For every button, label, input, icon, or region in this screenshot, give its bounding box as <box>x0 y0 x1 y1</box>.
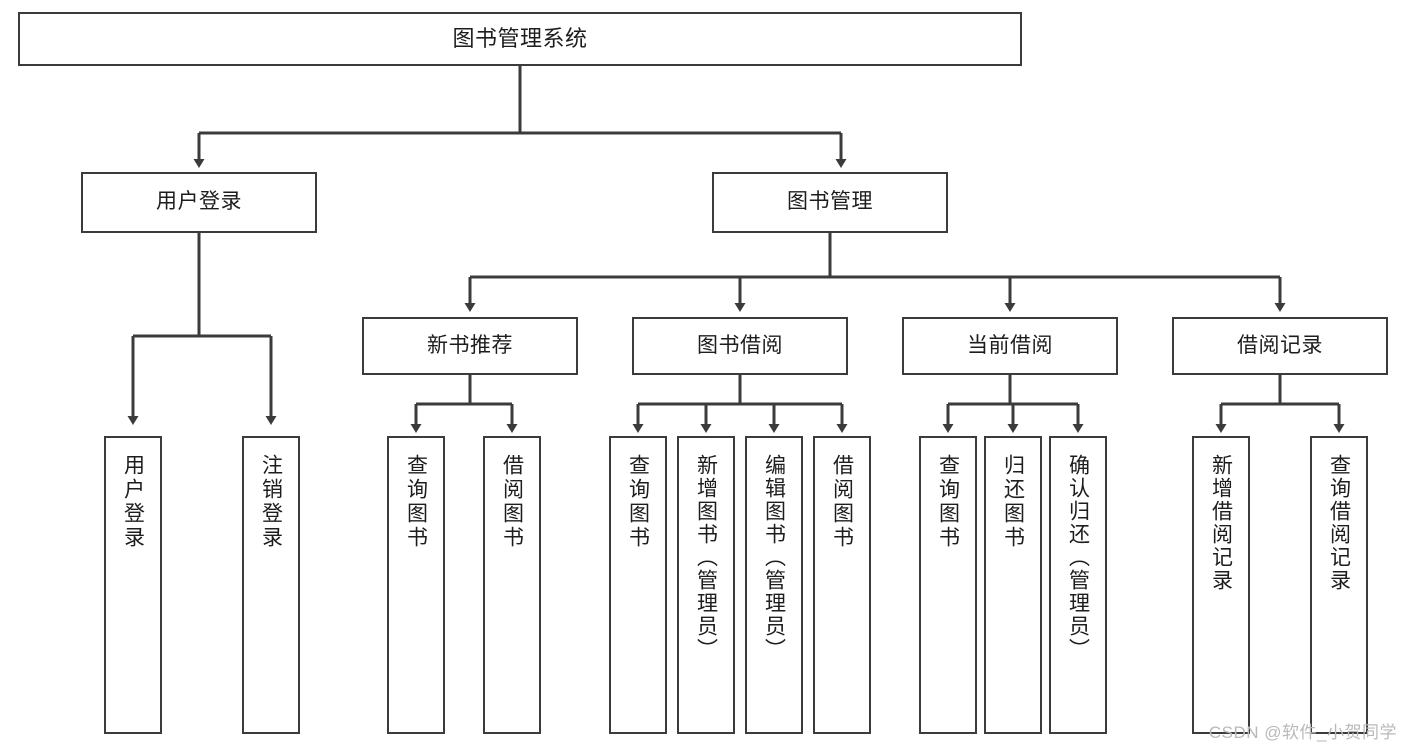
node-label: 借阅图书 <box>500 454 524 550</box>
node-current-borrow[interactable]: 当前借阅 <box>902 317 1118 375</box>
node-book-management[interactable]: 图书管理 <box>712 172 948 233</box>
node-label: 新书推荐 <box>427 333 513 357</box>
node-label: 归还图书 <box>1001 454 1025 550</box>
leaf-logout[interactable]: 注销登录 <box>242 436 300 734</box>
leaf-add-book-admin[interactable]: 新增图书（管理员） <box>677 436 735 734</box>
node-label: 用户登录 <box>121 454 145 550</box>
leaf-return-book[interactable]: 归还图书 <box>984 436 1042 734</box>
leaf-edit-book-admin[interactable]: 编辑图书（管理员） <box>745 436 803 734</box>
node-label: 查询借阅记录 <box>1327 454 1351 592</box>
node-label: 用户登录 <box>156 190 242 214</box>
node-label: 图书管理 <box>787 190 873 214</box>
leaf-query-book-current[interactable]: 查询图书 <box>919 436 977 734</box>
leaf-query-borrow-record[interactable]: 查询借阅记录 <box>1310 436 1368 734</box>
node-label: 查询图书 <box>626 454 650 550</box>
leaf-confirm-return-admin[interactable]: 确认归还（管理员） <box>1049 436 1107 734</box>
csdn-watermark: CSDN @软件_小贺同学 <box>1208 723 1397 742</box>
node-book-borrow[interactable]: 图书借阅 <box>632 317 848 375</box>
node-label: 确认归还（管理员） <box>1066 454 1090 661</box>
node-label: 借阅图书 <box>830 454 854 550</box>
node-label: 借阅记录 <box>1237 333 1323 357</box>
node-borrow-record[interactable]: 借阅记录 <box>1172 317 1388 375</box>
leaf-borrow-book-recommend[interactable]: 借阅图书 <box>483 436 541 734</box>
node-label: 编辑图书（管理员） <box>762 454 786 661</box>
leaf-query-book-recommend[interactable]: 查询图书 <box>387 436 445 734</box>
leaf-add-borrow-record[interactable]: 新增借阅记录 <box>1192 436 1250 734</box>
node-user-login[interactable]: 用户登录 <box>81 172 317 233</box>
node-label: 查询图书 <box>936 454 960 550</box>
node-label: 新增借阅记录 <box>1209 454 1233 592</box>
node-label: 图书管理系统 <box>452 26 588 52</box>
leaf-user-login[interactable]: 用户登录 <box>104 436 162 734</box>
node-label: 当前借阅 <box>967 333 1053 357</box>
leaf-borrow-book[interactable]: 借阅图书 <box>813 436 871 734</box>
node-label: 新增图书（管理员） <box>694 454 718 661</box>
leaf-query-book-borrow[interactable]: 查询图书 <box>609 436 667 734</box>
node-root-system[interactable]: 图书管理系统 <box>18 12 1022 66</box>
node-label: 注销登录 <box>259 454 283 550</box>
node-new-book-recommend[interactable]: 新书推荐 <box>362 317 578 375</box>
node-label: 图书借阅 <box>697 333 783 357</box>
node-label: 查询图书 <box>404 454 428 550</box>
